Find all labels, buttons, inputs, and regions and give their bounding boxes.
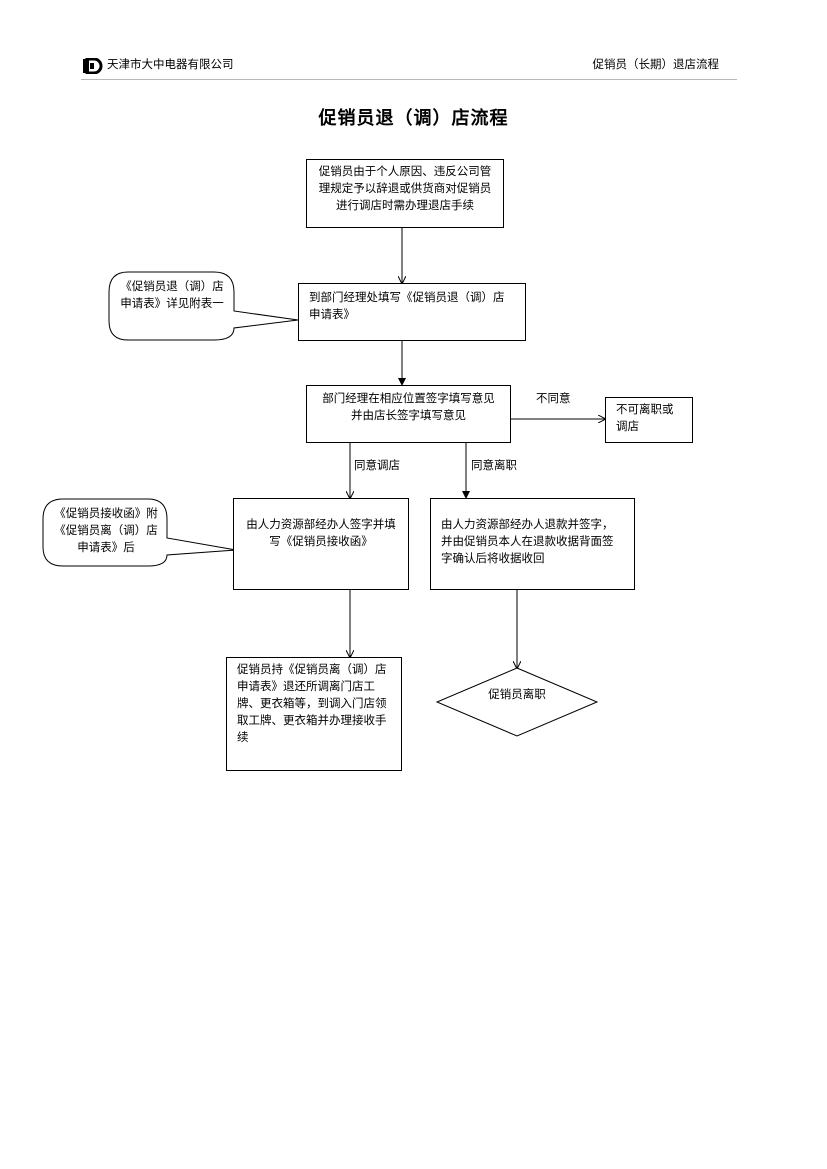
company-logo-icon <box>83 58 103 74</box>
edge-label-agree-leave: 同意离职 <box>471 458 517 472</box>
edge-label-agree-transfer: 同意调店 <box>354 458 400 472</box>
cannot-leave-box: 不可离职或调店 <box>605 397 693 443</box>
start-text: 促销员由于个人原因、违反公司管理规定予以辞退或供货商对促销员进行调店时需办理退店… <box>318 164 492 212</box>
callout-letter-note: 《促销员接收函》附《促销员离（调）店申请表》后 <box>54 506 158 554</box>
manager-sign-text: 部门经理在相应位置签字填写意见并由店长签字填写意见 <box>322 391 495 422</box>
hr-transfer-text: 由人力资源部经办人签字并填写《促销员接收函》 <box>246 517 396 548</box>
callout-form-note-shape <box>108 271 299 341</box>
hr-refund-box: 由人力资源部经办人退款并签字，并由促销员本人在退款收据背面签字确认后将收据收回 <box>430 498 635 590</box>
callout-form-note: 《促销员退（调）店申请表》详见附表一 <box>120 279 224 310</box>
cannot-leave-text: 不可离职或调店 <box>616 402 674 433</box>
page-header: 天津市大中电器有限公司 促销员（长期）退店流程 <box>81 52 737 80</box>
hr-refund-text: 由人力资源部经办人退款并签字，并由促销员本人在退款收据背面签字确认后将收据收回 <box>441 517 614 565</box>
callout-letter-note-shape <box>42 498 237 567</box>
return-items-text: 促销员持《促销员离（调）店申请表》退还所调离门店工牌、更衣箱等，到调入门店领取工… <box>237 662 387 744</box>
fill-form-box: 到部门经理处填写《促销员退（调）店申请表》 <box>298 283 526 341</box>
start-box: 促销员由于个人原因、违反公司管理规定予以辞退或供货商对促销员进行调店时需办理退店… <box>306 159 504 228</box>
document-name: 促销员（长期）退店流程 <box>592 57 720 71</box>
leave-text: 促销员离职 <box>488 687 546 701</box>
return-items-box: 促销员持《促销员离（调）店申请表》退还所调离门店工牌、更衣箱等，到调入门店领取工… <box>226 657 402 771</box>
fill-form-text: 到部门经理处填写《促销员退（调）店申请表》 <box>309 290 505 321</box>
leave-decision-diamond <box>435 667 599 737</box>
hr-transfer-box: 由人力资源部经办人签字并填写《促销员接收函》 <box>233 498 409 590</box>
company-name: 天津市大中电器有限公司 <box>107 57 234 71</box>
page-title: 促销员退（调）店流程 <box>318 108 509 129</box>
edge-label-disagree: 不同意 <box>536 391 571 405</box>
manager-sign-box: 部门经理在相应位置签字填写意见并由店长签字填写意见 <box>306 385 511 443</box>
